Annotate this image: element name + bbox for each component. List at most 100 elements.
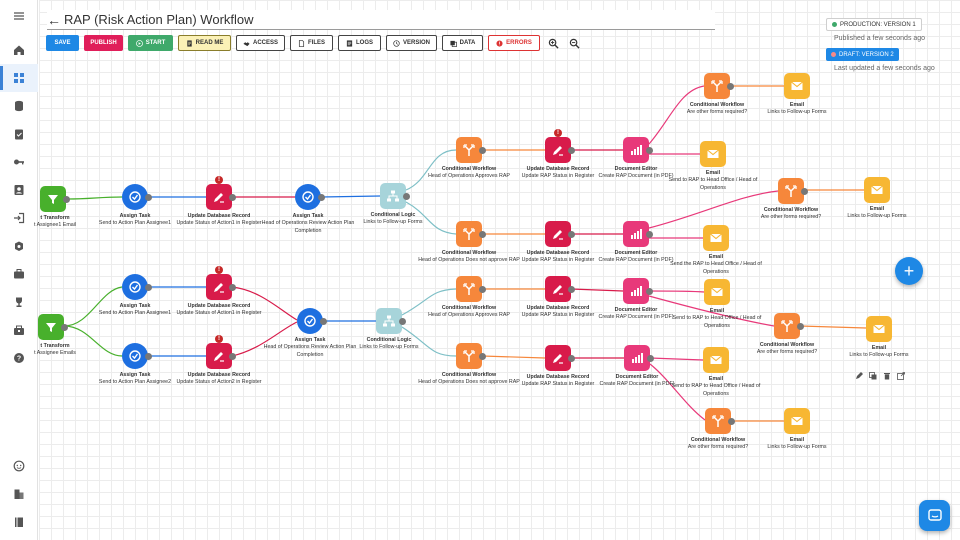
node-output-handle[interactable] xyxy=(399,318,406,325)
production-version-badge[interactable]: PRODUCTION: VERSION 1 xyxy=(826,18,922,31)
key-icon[interactable] xyxy=(0,148,38,176)
node-output-handle[interactable] xyxy=(568,286,575,293)
workflow-node-cw8[interactable] xyxy=(705,408,731,434)
node-output-handle[interactable] xyxy=(63,196,70,203)
node-output-handle[interactable] xyxy=(797,323,804,330)
node-output-handle[interactable] xyxy=(479,147,486,154)
workflow-node-cw7[interactable] xyxy=(456,343,482,369)
building-icon[interactable] xyxy=(0,480,38,508)
workflow-node-at1[interactable] xyxy=(122,184,148,210)
node-output-handle[interactable] xyxy=(403,193,410,200)
face-icon[interactable] xyxy=(0,452,38,480)
workflow-node-dt2[interactable] xyxy=(38,314,64,340)
home-icon[interactable] xyxy=(0,36,38,64)
workflow-node-em1[interactable] xyxy=(784,73,810,99)
workflow-node-de3[interactable] xyxy=(623,278,649,304)
logs-button[interactable]: LOGS xyxy=(338,35,381,51)
workflow-node-cw4[interactable] xyxy=(778,178,804,204)
workflow-node-udr2[interactable]: ! xyxy=(545,129,571,163)
node-output-handle[interactable] xyxy=(646,147,653,154)
node-output-handle[interactable] xyxy=(801,188,808,195)
toolbox-icon[interactable] xyxy=(0,316,38,344)
workflow-node-em4[interactable] xyxy=(864,177,890,203)
user-card-icon[interactable] xyxy=(0,176,38,204)
draft-version-badge[interactable]: DRAFT: VERSION 2 xyxy=(826,48,899,61)
workflow-node-cw1[interactable] xyxy=(456,137,482,163)
node-output-handle[interactable] xyxy=(479,353,486,360)
workflow-node-at4[interactable] xyxy=(122,343,148,369)
node-output-handle[interactable] xyxy=(646,231,653,238)
workflow-node-udr4[interactable]: ! xyxy=(206,266,232,300)
node-output-handle[interactable] xyxy=(61,324,68,331)
workflow-node-cw6[interactable] xyxy=(774,313,800,339)
node-output-handle[interactable] xyxy=(318,194,325,201)
workflow-node-de2[interactable] xyxy=(623,221,649,247)
login-icon[interactable] xyxy=(0,204,38,232)
zoom-out-icon[interactable] xyxy=(566,35,582,51)
node-output-handle[interactable] xyxy=(229,353,236,360)
errors-button[interactable]: ERRORS xyxy=(488,35,540,51)
zoom-in-icon[interactable] xyxy=(545,35,561,51)
node-output-handle[interactable] xyxy=(646,288,653,295)
publish-button[interactable]: PUBLISH xyxy=(84,35,123,51)
book-icon[interactable] xyxy=(0,508,38,536)
workflow-node-dt1[interactable] xyxy=(40,186,66,212)
workflow-node-em2[interactable] xyxy=(700,141,726,167)
node-output-handle[interactable] xyxy=(145,194,152,201)
page-title[interactable]: RAP (Risk Action Plan) Workflow xyxy=(64,12,254,27)
workflow-node-udr3[interactable] xyxy=(545,221,571,247)
apps-grid-icon[interactable] xyxy=(0,64,38,92)
open-external-icon[interactable] xyxy=(897,367,905,380)
node-output-handle[interactable] xyxy=(479,231,486,238)
database-icon[interactable] xyxy=(0,92,38,120)
workflow-node-at5[interactable] xyxy=(297,308,323,334)
workflow-node-udr1[interactable]: ! xyxy=(206,176,232,210)
node-output-handle[interactable] xyxy=(479,286,486,293)
package-icon[interactable] xyxy=(0,232,38,260)
node-output-handle[interactable] xyxy=(229,284,236,291)
workflow-node-udr7[interactable] xyxy=(545,345,571,371)
files-button[interactable]: FILES xyxy=(290,35,333,51)
node-output-handle[interactable] xyxy=(727,83,734,90)
data-button[interactable]: DATA xyxy=(442,35,483,51)
workflow-node-cw2[interactable] xyxy=(704,73,730,99)
chat-support-button[interactable] xyxy=(919,500,950,531)
workflow-node-em7[interactable] xyxy=(703,347,729,373)
access-button[interactable]: ACCESS xyxy=(236,35,285,51)
read-me-button[interactable]: READ ME xyxy=(178,35,231,51)
workflow-node-at3[interactable] xyxy=(122,274,148,300)
start-button[interactable]: START xyxy=(128,35,173,51)
workflow-node-cl2[interactable] xyxy=(376,308,402,334)
node-output-handle[interactable] xyxy=(145,353,152,360)
menu-icon[interactable] xyxy=(0,2,38,30)
version-button[interactable]: VERSION xyxy=(386,35,437,51)
node-output-handle[interactable] xyxy=(145,284,152,291)
node-output-handle[interactable] xyxy=(728,418,735,425)
clipboard-check-icon[interactable] xyxy=(0,120,38,148)
workflow-node-de4[interactable] xyxy=(624,345,650,371)
add-node-button[interactable]: + xyxy=(895,257,923,285)
node-output-handle[interactable] xyxy=(568,355,575,362)
workflow-node-em5[interactable] xyxy=(704,279,730,305)
workflow-node-cw5[interactable] xyxy=(456,276,482,302)
workflow-node-de1[interactable] xyxy=(623,137,649,163)
node-output-handle[interactable] xyxy=(568,147,575,154)
edit-icon[interactable] xyxy=(855,367,863,379)
node-output-handle[interactable] xyxy=(229,194,236,201)
workflow-node-at2[interactable] xyxy=(295,184,321,210)
briefcase-icon[interactable] xyxy=(0,260,38,288)
node-output-handle[interactable] xyxy=(568,231,575,238)
workflow-node-udr5[interactable]: ! xyxy=(206,335,232,369)
trophy-icon[interactable] xyxy=(0,288,38,316)
workflow-node-em3[interactable] xyxy=(703,225,729,251)
workflow-node-cl1[interactable] xyxy=(380,183,406,209)
save-button[interactable]: SAVE xyxy=(46,35,79,51)
node-output-handle[interactable] xyxy=(647,355,654,362)
delete-icon[interactable] xyxy=(883,367,891,380)
help-icon[interactable]: ? xyxy=(0,344,38,372)
workflow-node-udr6[interactable] xyxy=(545,276,571,302)
workflow-node-em8[interactable] xyxy=(784,408,810,434)
workflow-node-em6[interactable] xyxy=(866,316,892,342)
node-output-handle[interactable] xyxy=(320,318,327,325)
workflow-node-cw3[interactable] xyxy=(456,221,482,247)
